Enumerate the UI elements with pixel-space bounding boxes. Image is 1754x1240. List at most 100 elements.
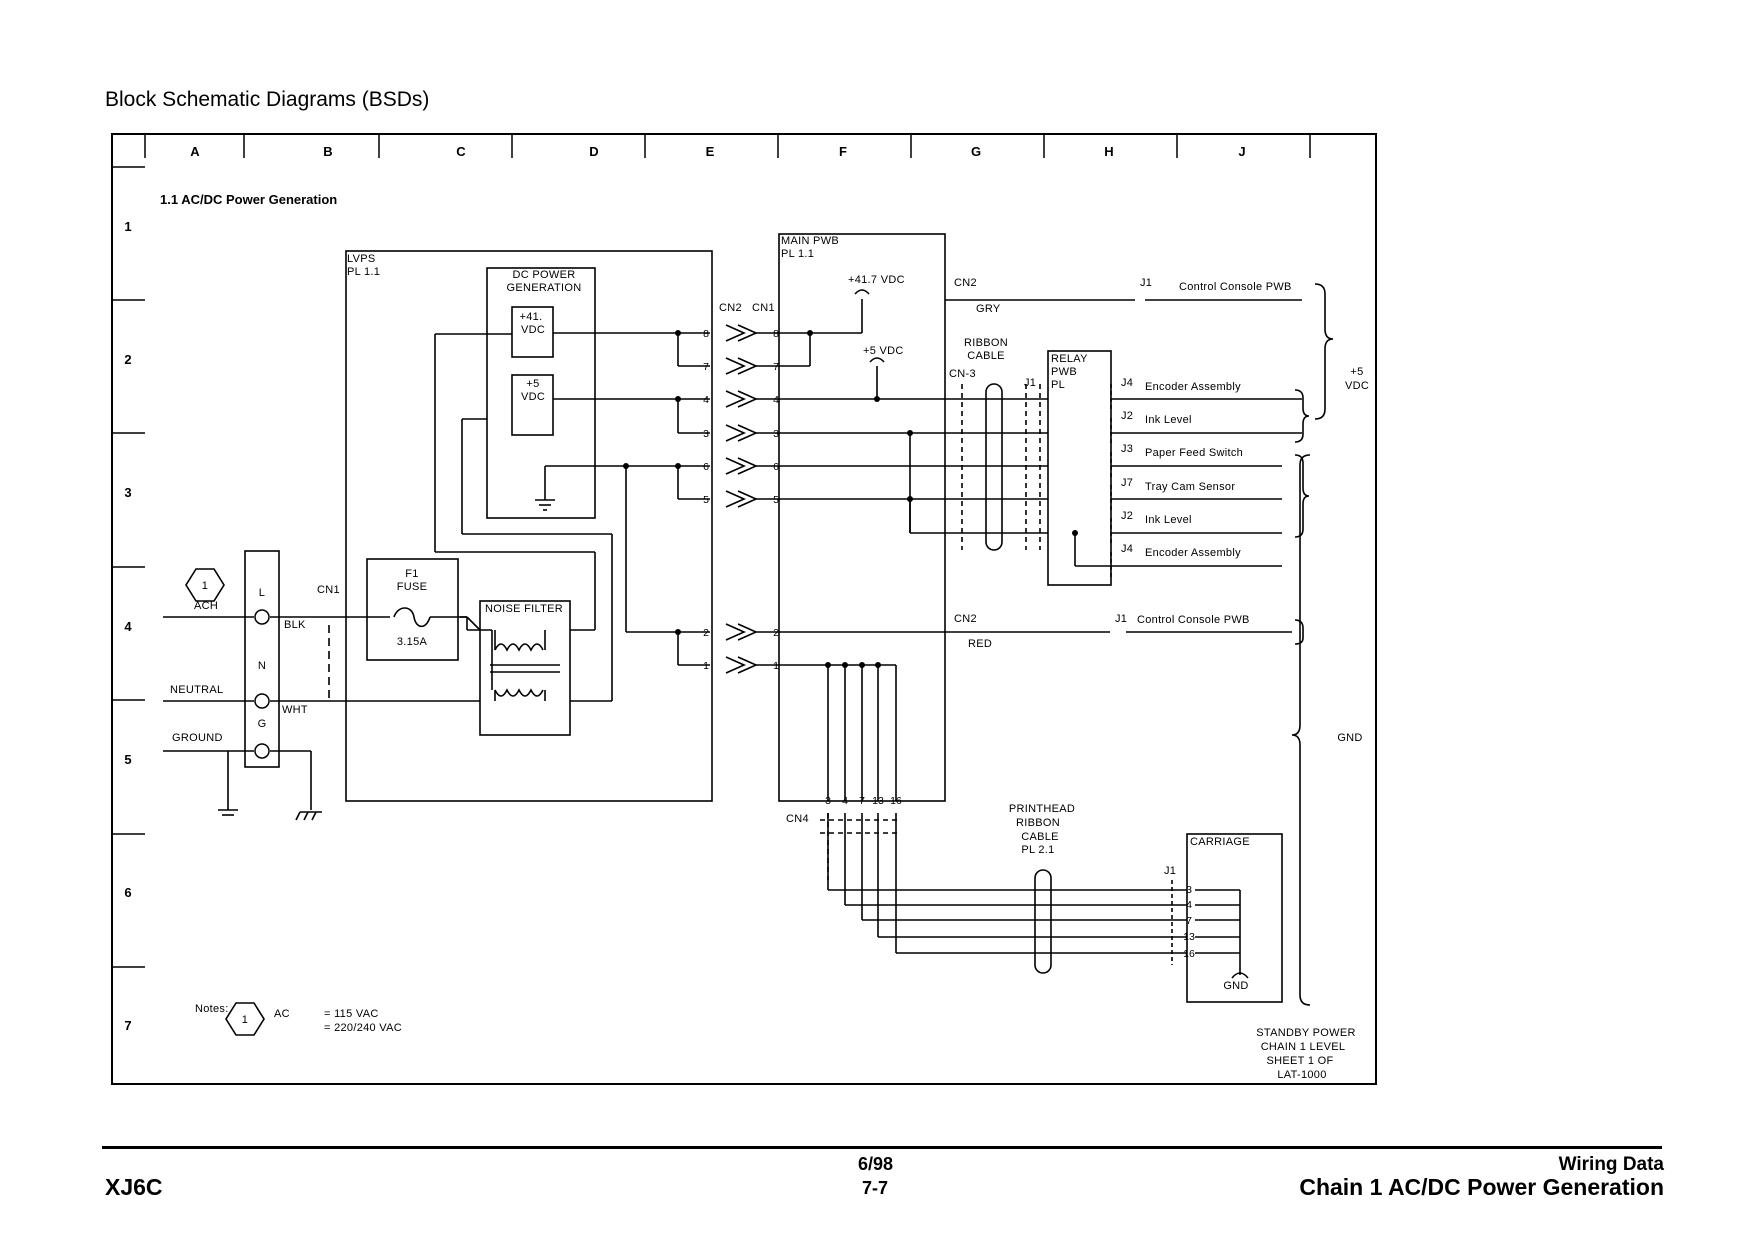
j4-label: J4 xyxy=(1121,377,1133,389)
wire-wht: WHT xyxy=(282,704,308,716)
dc-gen-label-1: DC POWER xyxy=(513,269,576,281)
junction-dots xyxy=(623,330,1078,668)
standby-4: LAT-1000 xyxy=(1277,1069,1326,1081)
output-ink-2: Ink Level xyxy=(1145,514,1192,526)
footer-title: Chain 1 AC/DC Power Generation xyxy=(1299,1174,1664,1200)
j1-carriage-label: J1 xyxy=(1164,865,1176,877)
carriage-pin-16: 16 xyxy=(1183,948,1195,960)
row-label-1: 1 xyxy=(124,219,131,234)
footer-page-number: 7-7 xyxy=(862,1178,889,1198)
notes-v2: = 220/240 VAC xyxy=(324,1022,402,1034)
note-marker-1: 1 xyxy=(202,580,208,592)
cn4-pin-4: 4 xyxy=(842,795,848,807)
gnd-brace-label: GND xyxy=(1337,732,1362,744)
output-paper-feed: Paper Feed Switch xyxy=(1145,447,1243,459)
cn2-pin-8: 8 xyxy=(703,328,709,340)
v417-label: +41.7 VDC xyxy=(848,274,905,286)
cn2-pin-2: 2 xyxy=(703,627,709,639)
carriage-pin-3: 3 xyxy=(1186,884,1192,896)
cn4-pin-16: 16 xyxy=(890,795,902,807)
relay-label-2: PWB xyxy=(1051,366,1077,378)
lvps-box xyxy=(345,250,713,802)
cn2-label: CN2 xyxy=(719,302,742,314)
row-label-4: 4 xyxy=(124,619,132,634)
v5-label: +5 VDC xyxy=(863,345,904,357)
terminal-n: N xyxy=(258,660,266,672)
reg-41v-box xyxy=(511,306,554,358)
row-label-5: 5 xyxy=(124,752,131,767)
cn1-label: CN1 xyxy=(317,584,340,596)
j4-label-2: J4 xyxy=(1121,543,1133,555)
cn1-pin-5: 5 xyxy=(773,494,779,506)
j2-label: J2 xyxy=(1121,410,1133,422)
note-marker-2: 1 xyxy=(242,1014,248,1026)
terminal-l: L xyxy=(259,587,265,599)
lvps-pl-label: PL 1.1 xyxy=(347,266,380,278)
notes-v1: = 115 VAC xyxy=(324,1008,379,1020)
standby-2: CHAIN 1 LEVEL xyxy=(1261,1041,1346,1053)
col-label-b: B xyxy=(323,144,332,159)
ribbon-label-2: CABLE xyxy=(967,350,1005,362)
row-label-2: 2 xyxy=(124,352,131,367)
j2-label-2: J2 xyxy=(1121,510,1133,522)
cn1-pin-4: 4 xyxy=(773,394,779,406)
input-neutral: NEUTRAL xyxy=(170,684,223,696)
output-tray-cam: Tray Cam Sensor xyxy=(1145,481,1235,493)
dc-power-generation-box xyxy=(486,267,596,519)
note-hex-markers xyxy=(185,568,265,1036)
output-console-2: Control Console PWB xyxy=(1137,614,1250,626)
lvps-label: LVPS xyxy=(347,253,376,265)
carriage-pin-4: 4 xyxy=(1186,899,1192,911)
printhead-label-4: PL 2.1 xyxy=(1021,844,1054,856)
reg2-label-2: VDC xyxy=(521,391,545,403)
cn3-label: CN-3 xyxy=(949,368,976,380)
col-label-f: F xyxy=(839,144,847,159)
fuse-box xyxy=(366,558,459,661)
footer-rule xyxy=(102,1146,1662,1149)
cn2-pin-4: 4 xyxy=(703,394,709,406)
diagram-title: 1.1 AC/DC Power Generation xyxy=(160,192,337,207)
cn2-pin-5: 5 xyxy=(703,494,709,506)
cn2-pin-7: 7 xyxy=(703,361,709,373)
carriage-pin-13: 13 xyxy=(1183,931,1195,943)
cn1-pin-6: 6 xyxy=(773,461,779,473)
standby-1: STANDBY POWER xyxy=(1256,1027,1355,1039)
printhead-label-1: PRINTHEAD xyxy=(1009,803,1075,815)
row-label-6: 6 xyxy=(124,885,131,900)
standby-3: SHEET 1 OF xyxy=(1267,1055,1334,1067)
brace-5v-label-1: +5 xyxy=(1350,366,1363,378)
terminal-block xyxy=(244,550,280,768)
col-label-e: E xyxy=(706,144,715,159)
column-labels: A B C D E F G H J xyxy=(190,144,1245,159)
col-label-a: A xyxy=(190,144,200,159)
printhead-label-3: CABLE xyxy=(1021,831,1059,843)
cn4-pin-7: 7 xyxy=(859,795,865,807)
wire-blk: BLK xyxy=(284,619,306,631)
col-label-g: G xyxy=(971,144,981,159)
j1-relay-label: J1 xyxy=(1024,377,1036,389)
cn2-pin-3: 3 xyxy=(703,428,709,440)
col-label-c: C xyxy=(456,144,466,159)
footer-section: Wiring Data xyxy=(1558,1154,1664,1175)
brace-5v-label-2: VDC xyxy=(1345,380,1369,392)
fuse-rating: 3.15A xyxy=(397,636,428,648)
page-header-title: Block Schematic Diagrams (BSDs) xyxy=(105,88,430,111)
wire-red: RED xyxy=(968,638,992,650)
cn1-pin-8: 8 xyxy=(773,328,779,340)
carriage-label: CARRIAGE xyxy=(1190,836,1250,848)
fuse-label-2: FUSE xyxy=(397,581,428,593)
terminal-g: G xyxy=(258,718,267,730)
cn4-pin-13: 13 xyxy=(872,795,884,807)
ribbon-label-1: RIBBON xyxy=(964,337,1008,349)
zone-grid-lines xyxy=(112,134,1311,968)
notes-ac: AC xyxy=(274,1008,290,1020)
reg-5v-box xyxy=(511,374,554,436)
j1-console-label: J1 xyxy=(1140,277,1152,289)
cn2-main-label: CN2 xyxy=(954,277,977,289)
fuse-label-1: F1 xyxy=(405,568,418,580)
relay-label-1: RELAY xyxy=(1051,353,1088,365)
footer-date: 6/98 xyxy=(858,1154,894,1174)
zone-frame xyxy=(111,133,1377,1085)
carriage-box xyxy=(1186,833,1283,1003)
